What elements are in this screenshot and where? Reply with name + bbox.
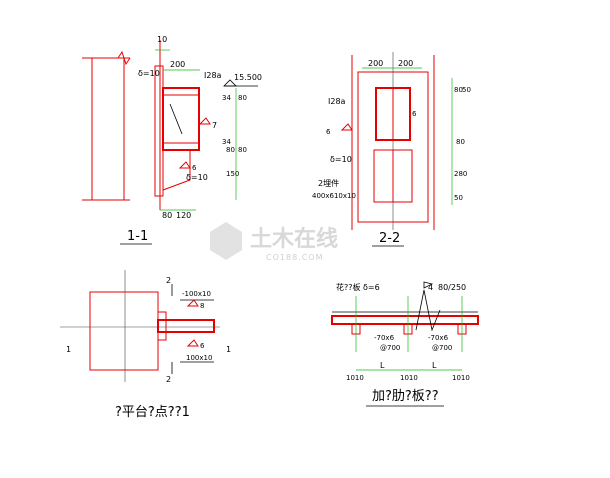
elevation-label: 15.500 [234, 73, 262, 82]
dim-bottom-120: 120 [176, 211, 191, 220]
weld-label-4: 4 [428, 283, 433, 292]
beam-i28a [162, 87, 200, 151]
stiffener-detail: 花??板 δ=6 4 80/250 -70x6 @700 -70x6 @700 … [331, 281, 479, 407]
bdim-2: 1010 [400, 374, 418, 382]
dim-right-34b: 34 [222, 138, 231, 146]
beam-label: I28a [204, 71, 222, 80]
beam-diag [169, 103, 183, 135]
embed-plate [154, 65, 164, 197]
weld-left-2: 6 [326, 128, 331, 136]
section-1-1-title: 1-1 [127, 229, 148, 244]
bracket [162, 149, 191, 191]
weld-6-flag-icon [178, 161, 191, 169]
section-1-1: 10 200 δ=10 I28a 15.500 34 80 34 80 80 1… [82, 35, 262, 245]
dim-200: 200 [170, 60, 185, 69]
beam-label-2: I28a [328, 97, 346, 106]
spacing-label: 80/250 [438, 283, 466, 292]
weld-flag-left-icon [340, 123, 353, 131]
weld-flag-plan-bot-icon [186, 339, 199, 347]
watermark-sub-text: CO188.COM [266, 253, 323, 262]
weld-plan-top: 8 [200, 302, 204, 310]
dim-r2-50: 50 [462, 86, 471, 94]
stiffener-title: 加?肋?板?? [372, 389, 439, 404]
section-2-2: 200 200 I28a 6 6 δ=10 2埋件 400x610x10 80 … [312, 52, 471, 247]
plate-thk-top: δ=10 [138, 69, 160, 78]
watermark-main-text: 土木在线 [250, 226, 338, 252]
rib-1: -70x6 [374, 334, 395, 342]
dim-right-80c: 80 [238, 146, 247, 154]
dim-right-150: 150 [226, 170, 239, 178]
cut-label-right: 1 [226, 345, 231, 354]
rib-2: -70x6 [428, 334, 449, 342]
dim-r2-80b: 80 [456, 138, 465, 146]
column-outline [91, 58, 125, 201]
plan-title: ?平台?点??1 [115, 405, 190, 420]
cut-label-top: 2 [166, 276, 171, 285]
dim-right-80b: 80 [226, 146, 235, 154]
checker-label: 花??板 δ=6 [336, 282, 380, 292]
dim-top-200a: 200 [368, 59, 383, 68]
embed-label: 2埋件 [318, 178, 339, 188]
plate-thk-2: δ=10 [330, 155, 352, 164]
dim-r2-280: 280 [454, 170, 467, 178]
bdim-3: 1010 [452, 374, 470, 382]
break-mark-top [117, 50, 131, 66]
embed-size: 400x610x10 [312, 192, 356, 200]
weld-plan-bot: 6 [200, 342, 205, 350]
pitch-2: @700 [432, 344, 452, 352]
span-1: L [380, 361, 385, 370]
watermark-logo-icon [210, 222, 242, 260]
weld-7: 7 [212, 121, 217, 130]
dim-r2-50b: 50 [454, 194, 463, 202]
plate-plan [157, 311, 167, 341]
plate-thk-bot: δ=10 [186, 173, 208, 182]
zigzag-weld [415, 289, 441, 332]
bdim-1: 1010 [346, 374, 364, 382]
weld-7-flag-icon [198, 117, 211, 125]
dim-top-10: 10 [157, 35, 167, 44]
cut-label-bot: 2 [166, 375, 171, 384]
dim-right-80a: 80 [238, 94, 247, 102]
cut-label-left: 1 [66, 345, 71, 354]
label-top: -100x10 [182, 290, 211, 298]
checker-plate [331, 315, 479, 325]
span-2: L [432, 361, 437, 370]
weld-flag-plan-top-icon [186, 299, 199, 307]
dim-r2-80: 80 [454, 86, 463, 94]
pitch-1: @700 [380, 344, 400, 352]
column-plan [89, 291, 159, 371]
dim-top-200b: 200 [398, 59, 413, 68]
weld-6: 6 [192, 164, 197, 172]
dim-bottom-80: 80 [162, 211, 172, 220]
label-bot: 100x10 [186, 354, 212, 362]
weld-right-2: 6 [412, 110, 417, 118]
section-2-2-title: 2-2 [379, 231, 400, 246]
watermark: 土木在线 CO188.COM [210, 222, 338, 262]
weld-flag-icon [423, 281, 434, 289]
dim-right-34a: 34 [222, 94, 231, 102]
plan-node: 2 2 1 1 -100x10 8 6 100x10 ?平台?点??1 [60, 270, 231, 420]
